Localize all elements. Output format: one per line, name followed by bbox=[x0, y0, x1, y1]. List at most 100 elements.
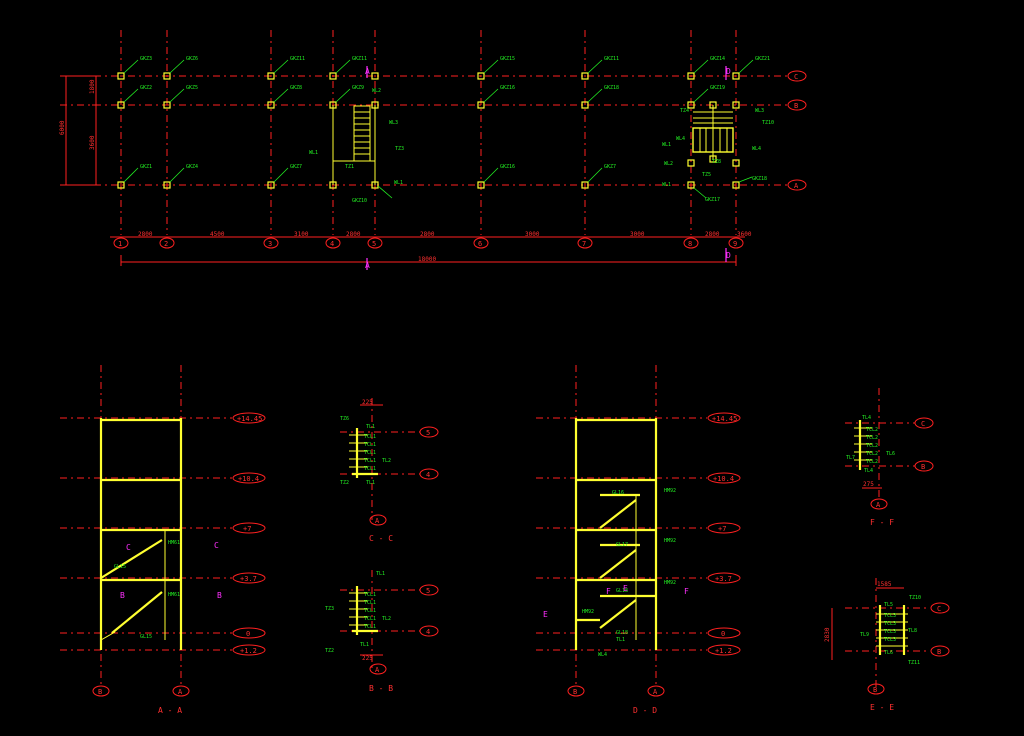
member-tag: TL2 bbox=[382, 458, 391, 464]
member-tag: TL6 bbox=[884, 650, 893, 656]
member-tag: TL1 bbox=[366, 480, 375, 486]
column-tag: GKZ6 bbox=[186, 56, 198, 62]
member-tag: HM61 bbox=[168, 540, 180, 546]
level-tag: +7 bbox=[718, 525, 726, 533]
member-tag: GL15 bbox=[114, 564, 126, 570]
column-tag: GKZ4 bbox=[186, 164, 198, 170]
axis-label: B bbox=[573, 688, 577, 696]
plan-stair-2: TZ4 WL3 TZ10 WL1 WL4 TZ8 WL2 WL4 TZ5 WL1 bbox=[662, 101, 774, 188]
axis-label-a: A bbox=[794, 182, 799, 190]
member-tag: TCL1 bbox=[364, 450, 376, 456]
stair-tag: TZ10 bbox=[762, 120, 774, 126]
column-tag: GKZ15 bbox=[500, 56, 515, 62]
column-tag: GKZ2 bbox=[140, 85, 152, 91]
stair-tag: WL1 bbox=[662, 182, 671, 188]
stair-tag: TZ3 bbox=[395, 146, 404, 152]
axis-label-6: 6 bbox=[478, 240, 482, 248]
level-tag: +10.4 bbox=[713, 475, 734, 483]
dim-label: 275 bbox=[863, 481, 874, 488]
member-tag: GL18 bbox=[616, 630, 628, 636]
level-tag: +3.7 bbox=[240, 575, 257, 583]
axis-label-5: 5 bbox=[372, 240, 376, 248]
member-tag: WL4 bbox=[598, 652, 607, 658]
axis-label: 4 bbox=[426, 628, 430, 636]
bay-dim: 2800 bbox=[705, 231, 720, 238]
column-tag: GKZ18 bbox=[604, 85, 619, 91]
bay-dim: 4500 bbox=[210, 231, 225, 238]
column-tag: GKZ21 bbox=[755, 56, 770, 62]
member-tag: TL1 bbox=[376, 571, 385, 577]
total-dim: 18000 bbox=[418, 256, 436, 263]
plan-row-axis-bubbles: C B A bbox=[787, 70, 807, 191]
dim-label: 2830 bbox=[824, 627, 831, 642]
member-tag: TL4 bbox=[864, 468, 873, 474]
section-mark: E bbox=[623, 584, 628, 593]
column-tag: GKZ11 bbox=[352, 56, 367, 62]
section-c-c: 225 TZ6 TL1 TCL1 TCL1 TCL1 TCL1 TCL1 TL2… bbox=[340, 398, 439, 543]
stair-tag: WL2 bbox=[664, 161, 673, 167]
section-title-dd: D - D bbox=[633, 706, 657, 715]
column-tag: GKZ10 bbox=[352, 198, 367, 204]
member-tag: TCL3 bbox=[884, 621, 896, 627]
section-e-e: 1585 2830 TZ10 TL5 TCL3 TCL3 TCL3 TCL3 T… bbox=[824, 578, 950, 712]
column-tag: GKZ8 bbox=[290, 85, 302, 91]
section-mark: E bbox=[543, 610, 548, 619]
bay-dim: 2800 bbox=[420, 231, 435, 238]
member-tag: TL6 bbox=[886, 451, 895, 457]
axis-label-c: C bbox=[794, 73, 798, 81]
axis-label-b: B bbox=[794, 102, 798, 110]
member-tag: TL9 bbox=[860, 632, 869, 638]
axis-label: B bbox=[921, 463, 925, 471]
member-tag: HM92 bbox=[664, 580, 676, 586]
plan-columns bbox=[117, 72, 740, 189]
section-mark: A bbox=[365, 67, 370, 76]
dim-label: 6000 bbox=[59, 120, 66, 135]
plan-left-dimensions: 1800 3600 6000 bbox=[59, 75, 100, 186]
member-tag: GL15 bbox=[140, 634, 152, 640]
section-mark: B bbox=[217, 591, 222, 600]
axis-label: 5 bbox=[426, 587, 430, 595]
axis-label-1: 1 bbox=[118, 240, 122, 248]
level-tag: +10.4 bbox=[238, 475, 259, 483]
plan-section-marks: A A D D bbox=[365, 66, 731, 270]
section-title-bb: B - B bbox=[369, 684, 393, 693]
member-tag: TL2 bbox=[382, 616, 391, 622]
section-b-b: 225 TL1 TCL1 TCL1 TCL1 TCL1 TCL1 TL2 TZ3… bbox=[325, 570, 439, 693]
member-tag: TCL2 bbox=[866, 459, 878, 465]
stair-tag: TZ5 bbox=[702, 172, 711, 178]
column-tag: GKZ7 bbox=[290, 164, 302, 170]
stair-tag: WL2 bbox=[372, 88, 381, 94]
column-tag: GKZ16 bbox=[500, 85, 515, 91]
level-tag: +14.45 bbox=[712, 415, 737, 423]
member-tag: TCL1 bbox=[364, 442, 376, 448]
dim-label: 225 bbox=[362, 399, 373, 406]
member-tag: TL1 bbox=[366, 424, 375, 430]
member-tag: HM61 bbox=[168, 592, 180, 598]
level-tag: 0 bbox=[721, 630, 725, 638]
axis-label-8: 8 bbox=[688, 240, 692, 248]
column-tag: GKZ9 bbox=[352, 85, 364, 91]
plan-bottom-dimensions: 2800 4500 3100 2800 2800 3000 3000 2800 … bbox=[110, 231, 752, 266]
member-tag: TZ3 bbox=[325, 606, 334, 612]
member-tag: TCL1 bbox=[364, 616, 376, 622]
stair-tag: WL4 bbox=[752, 146, 761, 152]
section-mark: C bbox=[214, 541, 219, 550]
level-tag: +3.7 bbox=[715, 575, 732, 583]
axis-label: B bbox=[937, 648, 941, 656]
member-tag: HM92 bbox=[582, 609, 594, 615]
member-tag: TL1 bbox=[360, 642, 369, 648]
member-tag: TCL1 bbox=[364, 592, 376, 598]
section-mark: D bbox=[726, 67, 731, 76]
column-tag: GKZ1 bbox=[140, 164, 152, 170]
section-mark: B bbox=[120, 591, 125, 600]
column-tag: GKZ16 bbox=[500, 164, 515, 170]
plan-view: 1800 3600 6000 C B A 2800 4500 3100 2800… bbox=[59, 30, 807, 270]
axis-label-9: 9 bbox=[733, 240, 737, 248]
plan-column-tags: GKZ3 GKZ6 GKZ11 GKZ11 GKZ15 GKZ11 GKZ14 … bbox=[123, 56, 770, 204]
member-tag: TZ10 bbox=[909, 595, 921, 601]
axis-label: 5 bbox=[426, 429, 430, 437]
plan-column-grid-lines bbox=[120, 30, 737, 235]
section-mark: D bbox=[726, 251, 731, 260]
